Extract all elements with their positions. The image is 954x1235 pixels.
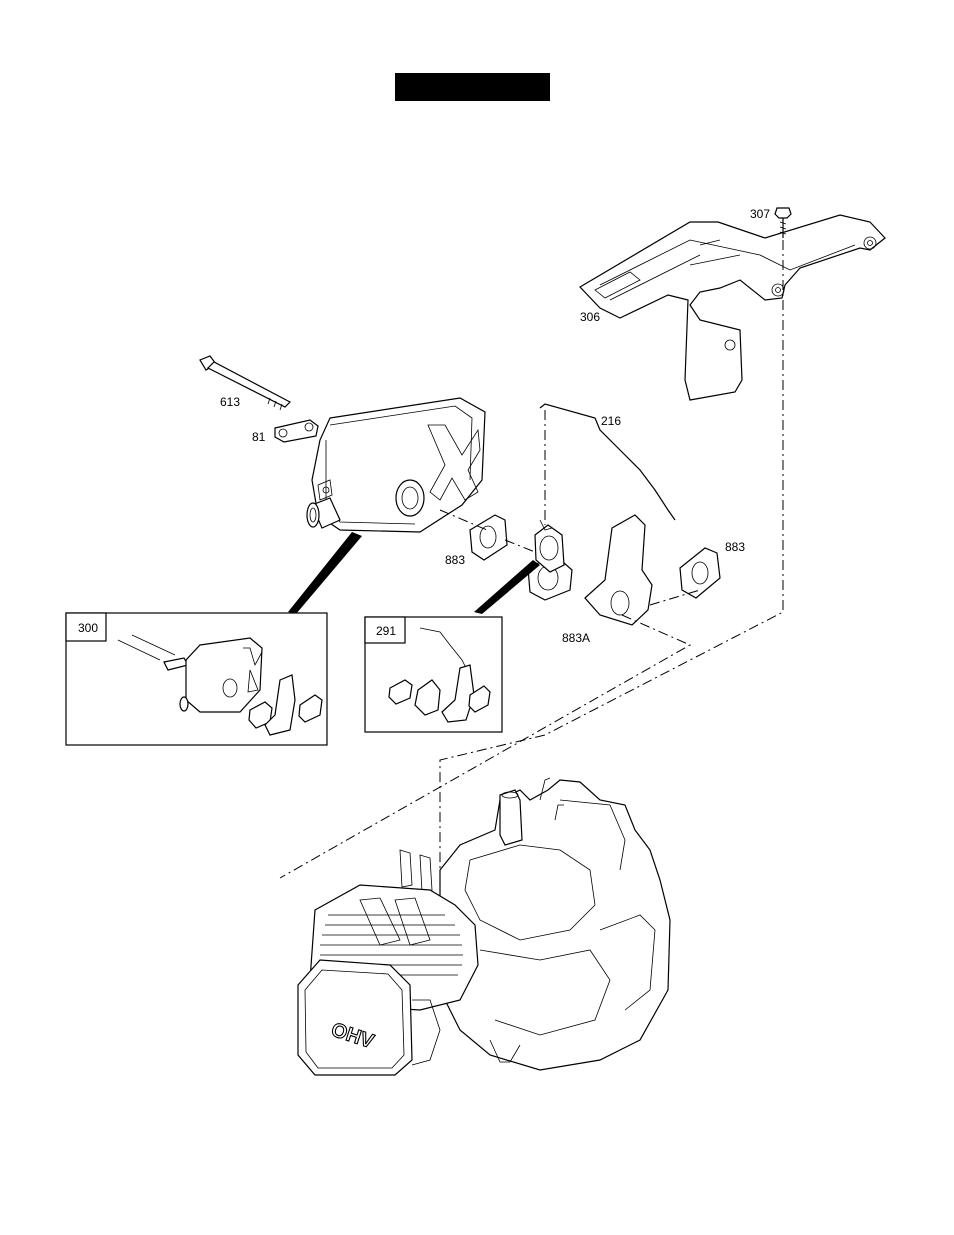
kit-291-label: 291: [376, 624, 396, 638]
engine-block[interactable]: OHV: [298, 778, 670, 1075]
callout-306: 306: [580, 310, 600, 324]
kit-300-label: 300: [78, 621, 98, 635]
callout-307: 307: [750, 207, 770, 221]
bracket-306[interactable]: [580, 215, 885, 400]
callout-613: 613: [220, 395, 240, 409]
callout-883A: 883A: [562, 631, 590, 645]
kit-291-box[interactable]: 291: [365, 617, 502, 732]
callout-883-right: 883: [725, 540, 745, 554]
pointer-kit-300: [288, 532, 362, 614]
callout-81: 81: [252, 430, 266, 444]
callout-883-left: 883: [445, 553, 465, 567]
callout-216: 216: [601, 414, 621, 428]
link-81[interactable]: [275, 420, 318, 442]
muffler[interactable]: [307, 398, 485, 532]
deflector-assembly[interactable]: [528, 520, 572, 600]
gasket-883-left[interactable]: [470, 515, 507, 560]
kit-300-box[interactable]: 300: [66, 613, 327, 745]
heat-shield-883A[interactable]: [585, 515, 652, 625]
bolt-613[interactable]: [200, 356, 290, 410]
header-bar: [395, 73, 550, 101]
gasket-883-right[interactable]: [680, 548, 720, 598]
